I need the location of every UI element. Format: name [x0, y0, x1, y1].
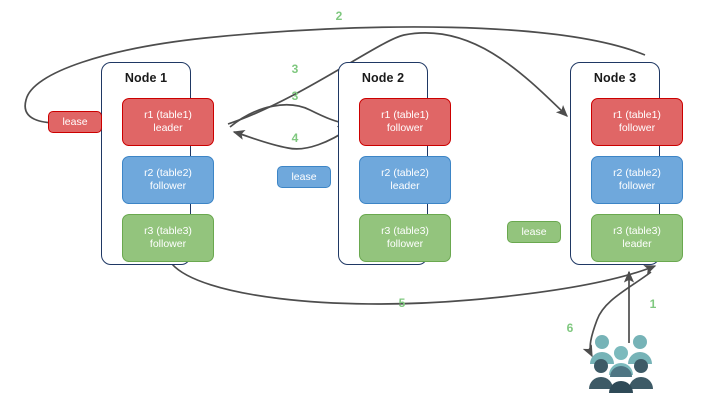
replica-role: follower — [618, 180, 656, 192]
replica-name: r3 (table3) — [613, 225, 661, 237]
replica-node2-r1[interactable]: r1 (table1) follower — [359, 98, 451, 146]
replica-role: leader — [153, 122, 183, 134]
replica-role: leader — [622, 238, 652, 250]
lease-label: lease — [521, 226, 547, 238]
replica-role: follower — [618, 122, 656, 134]
node-box-node2[interactable]: Node 2 r1 (table1) follower r2 (table2) … — [338, 62, 451, 265]
lease-badge-r2[interactable]: lease — [277, 166, 331, 188]
step-label-4: 4 — [291, 131, 299, 145]
arrow-step-4 — [232, 127, 351, 150]
lease-badge-r3[interactable]: lease — [507, 221, 561, 243]
node-title: Node 1 — [124, 71, 168, 85]
replica-node1-r3[interactable]: r3 (table3) follower — [122, 214, 214, 262]
replica-node1-r1[interactable]: r1 (table1) leader — [122, 98, 214, 146]
replica-node2-r2[interactable]: r2 (table2) leader — [359, 156, 451, 204]
replica-role: follower — [386, 238, 424, 250]
replica-name: r3 (table3) — [144, 225, 192, 237]
replica-node1-r2[interactable]: r2 (table2) follower — [122, 156, 214, 204]
replica-node3-r3[interactable]: r3 (table3) leader — [591, 214, 683, 262]
users-front-center-figure — [610, 366, 632, 377]
lease-label: lease — [62, 116, 88, 128]
replica-name: r2 (table2) — [144, 167, 192, 179]
replica-name: r3 (table3) — [381, 225, 429, 237]
lease-label: lease — [291, 171, 317, 183]
arrow-step-3-to-node3 — [227, 32, 568, 125]
replica-role: follower — [149, 238, 187, 250]
replica-role: leader — [390, 180, 420, 192]
lease-badge-r1[interactable]: lease — [48, 111, 102, 133]
users-front-center-base — [609, 381, 633, 393]
step-label-1: 1 — [649, 297, 657, 311]
replica-name: r1 (table1) — [613, 109, 661, 121]
node-box-node1[interactable]: Node 1 r1 (table1) leader r2 (table2) fo… — [101, 62, 214, 265]
users-group-icon[interactable] — [588, 333, 654, 393]
replica-name: r2 (table2) — [613, 167, 661, 179]
replica-node3-r2[interactable]: r2 (table2) follower — [591, 156, 683, 204]
replica-name: r1 (table1) — [381, 109, 429, 121]
replica-node2-r3[interactable]: r3 (table3) follower — [359, 214, 451, 262]
users-front-row — [589, 359, 653, 389]
step-label-6: 6 — [566, 321, 574, 335]
arrow-step-5 — [171, 263, 657, 305]
users-back-row — [590, 335, 652, 364]
node-box-node3[interactable]: Node 3 r1 (table1) follower r2 (table2) … — [570, 62, 683, 265]
node-title: Node 3 — [593, 71, 637, 85]
step-label-2: 2 — [335, 9, 343, 23]
replica-name: r2 (table2) — [381, 167, 429, 179]
arrow-step-3-to-node2 — [229, 104, 350, 128]
node-title: Node 2 — [361, 71, 405, 85]
replica-node3-r1[interactable]: r1 (table1) follower — [591, 98, 683, 146]
replica-role: follower — [149, 180, 187, 192]
step-label-5: 5 — [398, 296, 406, 310]
arrow-step-6 — [582, 271, 652, 358]
replica-name: r1 (table1) — [144, 109, 192, 121]
replica-role: follower — [386, 122, 424, 134]
step-label-3b: 3 — [291, 89, 299, 103]
arrow-step-2 — [24, 26, 646, 129]
step-label-3a: 3 — [291, 62, 299, 76]
